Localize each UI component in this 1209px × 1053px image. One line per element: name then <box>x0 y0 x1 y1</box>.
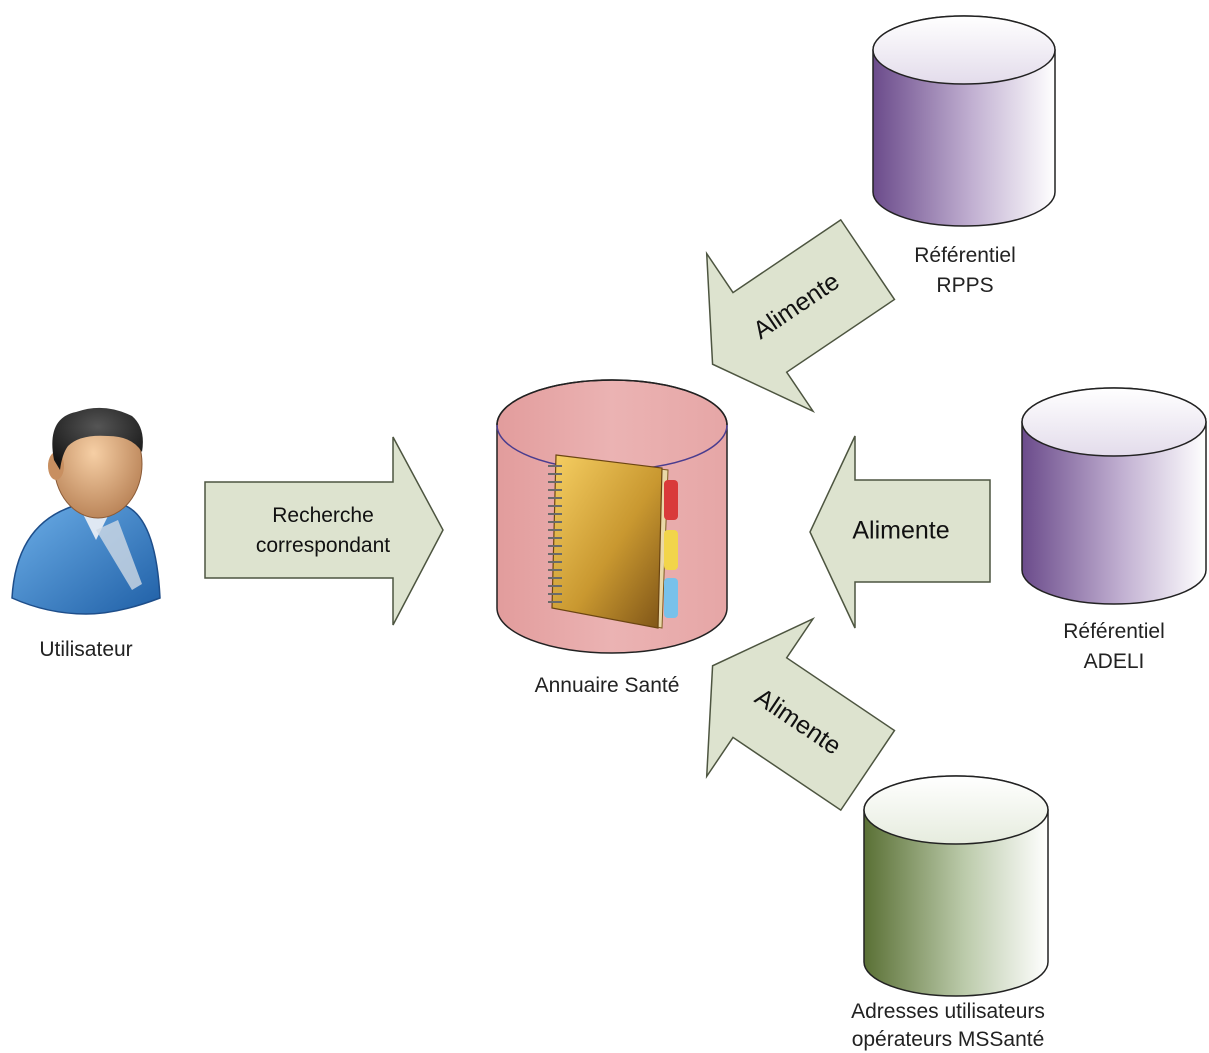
adeli-label-line2: ADELI <box>1084 650 1145 673</box>
feed-arrow-adeli-label: Alimente <box>852 517 949 545</box>
search-arrow-label-line2: correspondant <box>256 534 390 557</box>
rpps-database-icon <box>872 15 1056 227</box>
mssante-label-line1: Adresses utilisateurs <box>851 1000 1045 1023</box>
mssante-database-icon <box>863 775 1049 997</box>
search-arrow-label-line1: Recherche <box>272 504 374 527</box>
user-label: Utilisateur <box>39 638 132 661</box>
directory-label: Annuaire Santé <box>535 674 680 697</box>
adeli-label-line1: Référentiel <box>1063 620 1165 643</box>
feed-arrow-mssante: Alimente <box>705 617 896 812</box>
search-arrow <box>204 436 444 626</box>
adeli-database-icon <box>1021 387 1207 605</box>
feed-arrow-rpps: Alimente <box>705 218 896 413</box>
user-icon <box>11 407 161 615</box>
rpps-label-line1: Référentiel <box>914 244 1016 267</box>
notebook-icon <box>548 454 678 629</box>
feed-arrow-adeli <box>809 435 991 629</box>
mssante-label-line2: opérateurs MSSanté <box>852 1028 1045 1051</box>
rpps-label-line2: RPPS <box>936 274 993 297</box>
